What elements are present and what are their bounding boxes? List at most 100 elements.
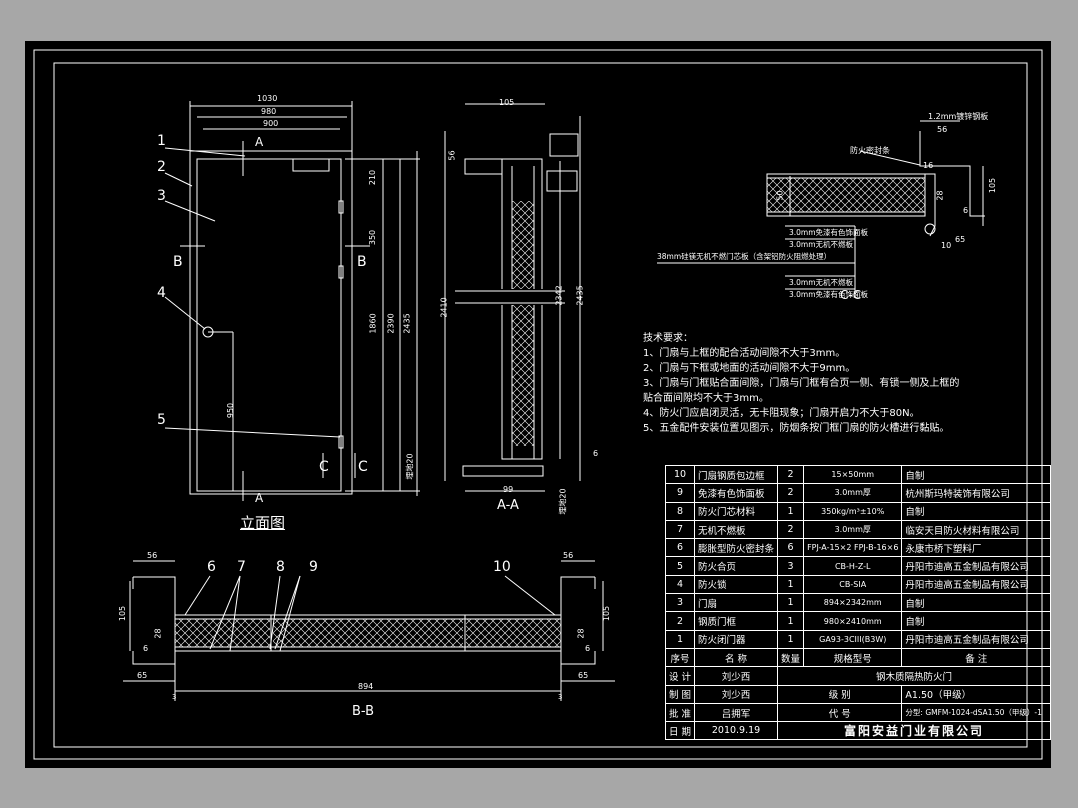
part-note: 丹阳市迪高五金制品有限公司: [901, 556, 1051, 576]
part-spec: 980×2410mm: [803, 611, 903, 631]
part-no: 7: [664, 519, 696, 540]
bb-dim-105-right: 105: [602, 605, 612, 622]
notes-heading: 技术要求：: [643, 333, 693, 344]
drawing-sheet: 立面图 1030 980 900 210 350 1860 2390 2435 …: [25, 41, 1051, 768]
part-name: 钢质门框: [694, 611, 779, 631]
balloon-5: 5: [157, 412, 166, 428]
aa-dim-99: 99: [503, 485, 514, 494]
section-mark-c-right: C: [358, 459, 368, 475]
bb-dim-65-right: 65: [578, 671, 589, 680]
section-mark-b-right: B: [357, 254, 367, 270]
aa-dim-bury-20: 埋地20: [558, 488, 568, 515]
section-mark-c-left: C: [319, 459, 329, 475]
balloon-3: 3: [157, 188, 166, 204]
dim-bury-20: 埋地20: [405, 453, 415, 480]
part-qty: 6: [777, 538, 805, 558]
cad-drawing: [33, 49, 1043, 760]
part-no: 9: [664, 483, 696, 503]
parts-header-row: 序号 名 称 数量 规格型号 备 注: [664, 647, 1051, 668]
part-spec: GA93-3CIII(B3W): [803, 629, 903, 649]
aa-dim-2435: 2435: [575, 285, 585, 306]
approve-label: 批 准: [664, 702, 696, 723]
cc-callout-board-1: 3.0mm无机不燃板: [789, 240, 854, 249]
bb-dim-56-left: 56: [147, 551, 158, 560]
part-name: 防火锁: [694, 574, 779, 595]
section-mark-a-top: A: [255, 135, 264, 149]
balloon-7: 7: [237, 559, 246, 575]
part-spec: 15×50mm: [803, 464, 903, 485]
part-note: 丹阳市迪高五金制品有限公司: [901, 629, 1051, 649]
part-qty: 1: [777, 611, 805, 631]
note-item: 3、门扇与门框贴合面间隙，门扇与门框有合页一侧、有锁一侧及上框的: [643, 378, 960, 389]
part-spec: 350kg/m³±10%: [803, 501, 903, 521]
cc-callout-veneer-1: 3.0mm免漆有色饰面板: [789, 228, 869, 237]
company-name: 富阳安益门业有限公司: [777, 721, 1051, 741]
dim-350: 350: [368, 229, 378, 246]
bb-dim-3-right: 3: [558, 693, 563, 701]
part-note: 丹阳市迪高五金制品有限公司: [901, 574, 1051, 595]
part-no: 1: [664, 629, 696, 649]
part-no: 3: [664, 593, 696, 613]
cc-callout-seal-strip: 防火密封条: [850, 146, 890, 155]
cc-callout-core-board: 38mm硅镁无机不燃门芯板（含架铝防火阻燃处理）: [657, 252, 832, 261]
dim-210: 210: [368, 169, 378, 186]
cc-dim-50: 50: [775, 190, 785, 201]
title-row-draw: 制 图 刘少西 级 别 A1.50（甲级）: [664, 684, 1051, 704]
cc-callout-veneer-2: 3.0mm免漆有色饰面板: [789, 290, 869, 299]
part-name: 门扇: [694, 593, 779, 613]
date-label: 日 期: [664, 721, 696, 741]
dim-2435: 2435: [402, 313, 412, 334]
part-qty: 2: [777, 519, 805, 540]
aa-dim-105: 105: [499, 98, 515, 107]
part-name: 门扇钢质包边框: [694, 464, 779, 485]
part-qty: 1: [777, 574, 805, 595]
bb-dim-894: 894: [358, 682, 374, 691]
section-aa-title: A-A: [497, 498, 519, 513]
balloon-9: 9: [309, 559, 318, 575]
note-item: 1、门扇与上框的配合活动间隙不大于3mm。: [643, 348, 846, 359]
note-item: 贴合面间隙均不大于3mm。: [643, 393, 769, 404]
note-item: 2、门扇与下框或地面的活动间隙不大于9mm。: [643, 363, 856, 374]
date-value: 2010.9.19: [694, 721, 779, 741]
balloon-4: 4: [157, 285, 166, 301]
part-spec: CB-SIA: [803, 574, 903, 595]
bb-dim-105-left: 105: [118, 605, 128, 622]
section-mark-a-bottom: A: [255, 491, 264, 505]
dim-900: 900: [263, 119, 279, 128]
header-spec: 规格型号: [803, 647, 903, 668]
section-cc-view: [657, 120, 985, 294]
aa-dim-2342: 2342: [554, 285, 564, 306]
part-note: 自制: [901, 501, 1051, 521]
approve-name: 吕拥军: [694, 702, 779, 723]
door-frame-outline: [189, 150, 353, 495]
part-qty: 2: [777, 464, 805, 485]
part-qty: 1: [777, 629, 805, 649]
dim-980: 980: [261, 107, 277, 116]
part-name: 无机不燃板: [694, 519, 779, 540]
door-leaf-outline: [196, 158, 342, 492]
section-mark-b-left: B: [173, 254, 183, 270]
part-no: 2: [664, 611, 696, 631]
bb-dim-56-right: 56: [563, 551, 574, 560]
section-aa-view: [444, 103, 581, 492]
part-note: 自制: [901, 593, 1051, 613]
cc-dim-65: 65: [955, 235, 966, 244]
balloon-1: 1: [157, 133, 166, 149]
part-spec: FPJ-A-15×2 FPJ-B-16×6: [803, 538, 903, 558]
draw-name: 刘少西: [694, 684, 779, 704]
aa-dim-6: 6: [593, 449, 599, 458]
balloon-10: 10: [493, 559, 511, 575]
part-no: 8: [664, 501, 696, 521]
balloon-8: 8: [276, 559, 285, 575]
inner-frame: [53, 62, 1028, 748]
cc-dim-10: 10: [941, 241, 952, 250]
code-label: 代 号: [777, 702, 903, 723]
part-qty: 1: [777, 593, 805, 613]
header-note: 备 注: [901, 647, 1051, 668]
